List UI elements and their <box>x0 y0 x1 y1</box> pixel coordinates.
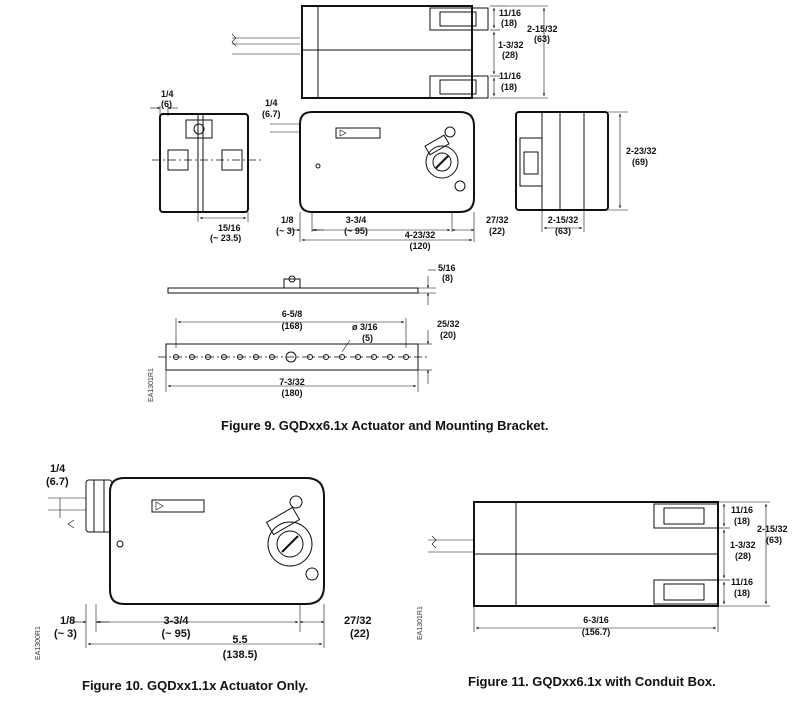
fig9-dim-mid: 1-3/32 <box>498 40 524 50</box>
fig11-conduit-box: 11/16 (18) 1-3/32 (28) 11/16 (18) 2-15/3… <box>417 501 788 640</box>
fig9-dim-total: 2-15/32 <box>527 24 558 34</box>
fig9-bracket-holes <box>173 351 409 363</box>
fig9-bracket-dim-length-mm: (180) <box>281 388 302 398</box>
fig10-dim-left: 1/8 <box>60 615 75 627</box>
fig10-caption: Figure 10. GQDxx1.1x Actuator Only. <box>82 678 308 693</box>
fig11-drawing-code: EA1301R1 <box>417 606 424 640</box>
fig11-dim-top: 11/16 <box>731 505 753 515</box>
fig9-front-view: 1/4 (6.7) 1/8 (~ 3) 3-3/4 (~ 95) 4-23/32… <box>262 98 509 251</box>
fig9-front-dim-center: 3-3/4 <box>346 215 367 225</box>
fig9-front-dim-left-mm: (~ 3) <box>276 226 295 236</box>
fig10-dim-center-mm: (~ 95) <box>161 628 190 640</box>
fig11-dim-bot: 11/16 <box>731 577 753 587</box>
fig9-front-dim-conduit-mm: (6.7) <box>262 109 281 119</box>
fig9-top-dims: 11/16 (18) 1-3/32 (28) 11/16 (18) 2-15/3… <box>490 5 558 99</box>
fig9-end-dim-height: 2-23/32 <box>626 146 657 156</box>
fig9-bracket-dim-holes-mm: (168) <box>281 321 302 331</box>
fig9-side-dim-b: 15/16 <box>218 223 241 233</box>
fig9-bracket-dim-thick: 5/16 <box>438 263 456 273</box>
fig9-side-view: 1/4 (6) 15/16 (~ 23.5) <box>150 89 262 243</box>
fig11-dim-mid: 1-3/32 <box>730 540 756 550</box>
fig9-front-dim-left: 1/8 <box>281 215 294 225</box>
fig11-dim-mid-mm: (28) <box>735 551 751 561</box>
fig9-bracket: 5/16 (8) 6- <box>148 263 460 402</box>
fig10-dim-conduit-mm: (6.7) <box>46 476 69 488</box>
fig9-caption: Figure 9. GQDxx6.1x Actuator and Mountin… <box>221 418 548 433</box>
fig10-dim-total-mm: (138.5) <box>223 649 258 661</box>
fig10-dim-center: 3-3/4 <box>163 615 189 627</box>
fig9-end-dim-width: 2-15/32 <box>548 215 579 225</box>
fig9-front-dim-total-mm: (120) <box>409 241 430 251</box>
fig11-dim-top-mm: (18) <box>734 516 750 526</box>
fig9-bracket-dim-hole-dia-mm: (5) <box>362 333 373 343</box>
fig9-front-dim-conduit: 1/4 <box>265 98 278 108</box>
fig9-end-dim-width-mm: (63) <box>555 226 571 236</box>
fig11-dim-total-mm: (63) <box>766 535 782 545</box>
fig9-dim-top: 11/16 <box>499 8 521 18</box>
fig11-caption: Figure 11. GQDxx6.1x with Conduit Box. <box>468 674 716 689</box>
fig10-dim-left-mm: (~ 3) <box>54 628 77 640</box>
fig9-dim-mid-mm: (28) <box>502 50 518 60</box>
fig9-front-dim-right: 27/32 <box>486 215 509 225</box>
fig9-dim-bot: 11/16 <box>499 71 521 81</box>
fig11-dim-bot-mm: (18) <box>734 588 750 598</box>
fig10-dim-conduit: 1/4 <box>50 463 66 475</box>
fig9-front-dim-right-mm: (22) <box>489 226 505 236</box>
fig9-end-view: 2-23/32 (69) 2-15/32 (63) <box>515 111 657 236</box>
fig10-drawing-code: EA1300R1 <box>35 626 42 660</box>
fig9-front-dim-total: 4-23/32 <box>405 230 436 240</box>
fig9-drawing-code: EA1301R1 <box>148 368 155 402</box>
fig9-dim-bot-mm: (18) <box>501 82 517 92</box>
fig9-bracket-dim-width: 25/32 <box>437 319 460 329</box>
fig9-dim-top-mm: (18) <box>501 18 517 28</box>
fig9-bracket-dim-holes: 6-5/8 <box>282 309 303 319</box>
fig9-end-dim-height-mm: (69) <box>632 157 648 167</box>
fig10-dim-right: 27/32 <box>344 615 372 627</box>
fig11-dim-length: 6-3/16 <box>583 615 609 625</box>
fig9-side-dim-b-mm: (~ 23.5) <box>210 233 241 243</box>
fig9-bracket-dim-width-mm: (20) <box>440 330 456 340</box>
fig9-dim-total-mm: (63) <box>534 34 550 44</box>
fig11-dim-total: 2-15/32 <box>757 524 788 534</box>
fig9-front-dim-center-mm: (~ 95) <box>344 226 368 236</box>
fig9-top-view <box>231 5 489 99</box>
fig10-dim-total: 5.5 <box>232 634 247 646</box>
fig10-dim-right-mm: (22) <box>350 628 370 640</box>
fig9-bracket-dim-length: 7-3/32 <box>279 377 305 387</box>
fig10-actuator: 1/4 (6.7) 1/8 (~ 3) 3-3/4 (~ 95) 5.5 (13… <box>35 463 372 661</box>
fig9-side-dim-a-mm: (6) <box>161 99 172 109</box>
fig11-dim-length-mm: (156.7) <box>582 627 611 637</box>
fig9-side-dim-a: 1/4 <box>161 89 174 99</box>
fig9-bracket-dim-hole-dia: ø 3/16 <box>352 322 378 332</box>
fig9-bracket-dim-thick-mm: (8) <box>442 273 453 283</box>
